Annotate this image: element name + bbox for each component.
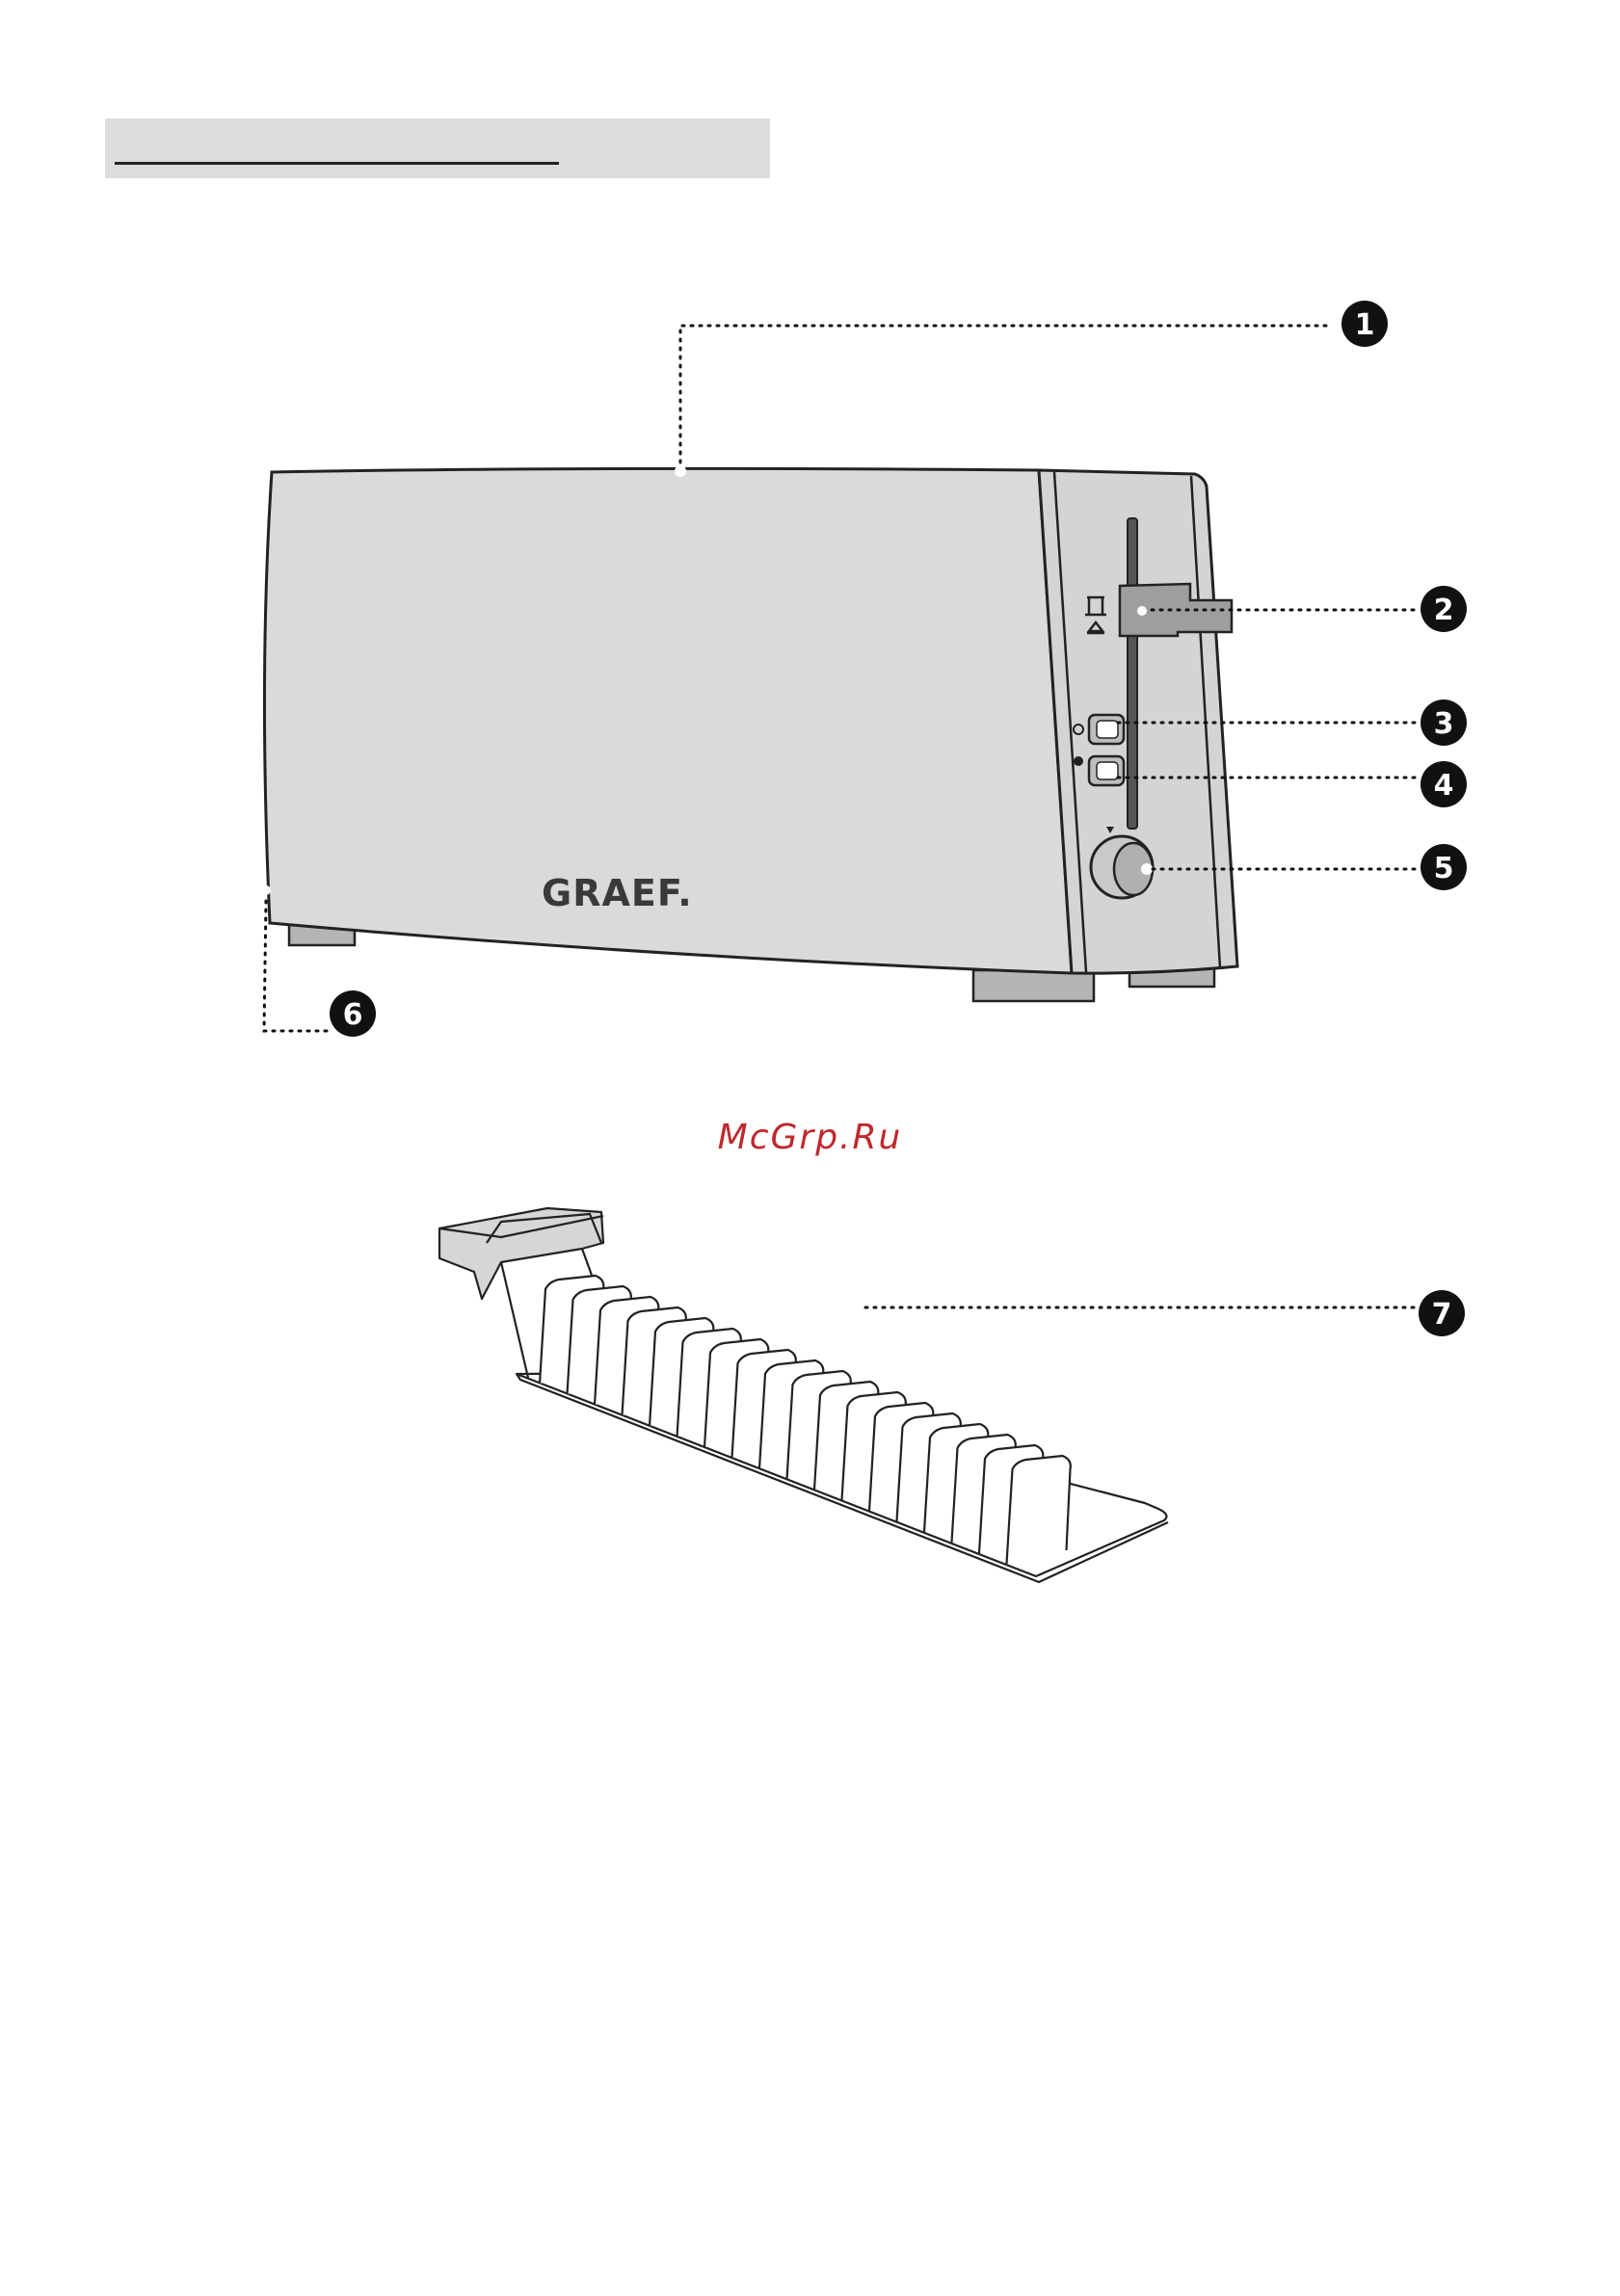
watermark-text: McGrp.Ru (0, 1118, 1620, 1157)
callout-number: 1 (1355, 308, 1375, 342)
callout-number: 6 (343, 998, 363, 1032)
callout-number: 2 (1434, 594, 1454, 627)
callout-number: 5 (1434, 852, 1454, 885)
rack-fins (540, 1276, 1071, 1564)
leader-1 (680, 326, 1328, 471)
callout-2-lift-lever: 2 (1421, 586, 1467, 632)
lever-slot (1128, 518, 1137, 829)
bun-warmer-rack (439, 1208, 1168, 1582)
callout-number: 3 (1434, 707, 1454, 741)
callout-4-button-bottom: 4 (1421, 761, 1467, 807)
callout-3-button-top: 3 (1421, 699, 1467, 746)
brand-logo: GRAEF. (542, 872, 693, 914)
stop-icon (1074, 756, 1083, 766)
housing-callout-dot (675, 465, 686, 477)
callout-number: 7 (1432, 1298, 1452, 1332)
callout-1-housing: 1 (1341, 301, 1388, 347)
toaster-diagram: GRAEF. (0, 0, 1620, 1638)
rack-fin (1007, 1456, 1071, 1564)
button-top-face (1097, 721, 1118, 738)
callout-5-browning-dial: 5 (1421, 844, 1467, 890)
lever-callout-dot (1137, 606, 1147, 616)
rack-strut-left (501, 1262, 528, 1378)
callout-6-feet: 6 (330, 990, 376, 1037)
callout-7-bun-warmer-rack: 7 (1419, 1290, 1465, 1336)
housing-corner-dot (261, 885, 271, 895)
button-bottom-face (1097, 762, 1118, 779)
dial-callout-dot (1141, 863, 1153, 875)
callout-number: 4 (1434, 769, 1454, 803)
foot-front-right (973, 970, 1094, 1001)
